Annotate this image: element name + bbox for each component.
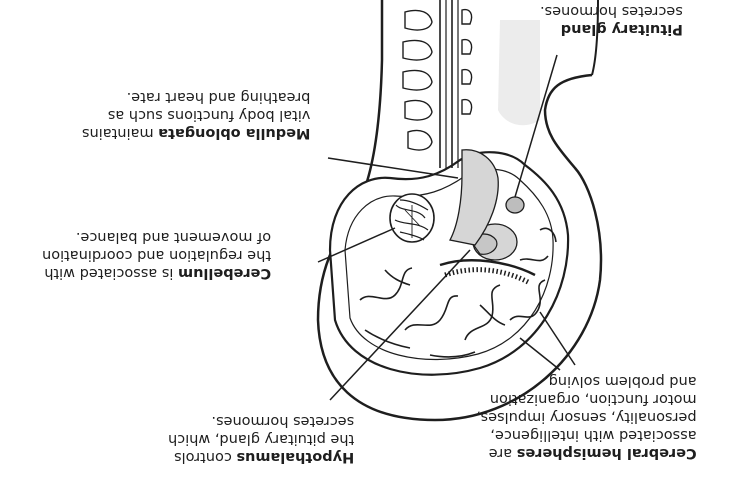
medulla-oblongata-line-1: vital body functions such as xyxy=(82,106,310,124)
hypothalamus-term: Hypothalamus xyxy=(236,449,354,465)
hypothalamus-line-1: the pituitary gland, which xyxy=(168,430,354,448)
medulla-oblongata-term: Medulla oblongata xyxy=(158,125,310,141)
cerebellum-term: Cerebellum xyxy=(178,265,271,281)
cerebellum-shape xyxy=(390,194,434,242)
hypothalamus-label: Hypothalamus controls the pituitary glan… xyxy=(168,412,354,466)
cerebellum-line-1: the regulation and coordination xyxy=(42,246,271,264)
cerebral-hemispheres-line-1: associated with intelligence, xyxy=(476,426,697,444)
cerebral-hemispheres-term: Cerebral hemispheres xyxy=(517,445,697,461)
cerebral-hemispheres-line-2: personality, sensory impulses, xyxy=(476,408,697,426)
vertebrae xyxy=(403,10,472,150)
medulla-oblongata-label: Medulla oblongata maintains vital body f… xyxy=(82,88,310,142)
cerebral-hemispheres-line-3: motor function, organization xyxy=(476,390,697,408)
spinal-cord xyxy=(440,0,458,168)
hypothalamus-first-rest: controls xyxy=(174,449,236,465)
cerebral-hemispheres-line-4: and problem solving. xyxy=(476,372,697,390)
medulla-oblongata-first-rest: maintains xyxy=(82,125,158,141)
hypothalamus-line-2: secretes hormones. xyxy=(168,412,354,430)
pituitary-gland-term: Pituitary gland xyxy=(561,21,683,37)
cerebral-hemispheres-label: Cerebral hemispheres are associated with… xyxy=(476,372,697,462)
medulla-oblongata-line-2: breathing and heart rate. xyxy=(82,88,310,106)
cerebellum-line-2: of movement and balance. xyxy=(42,228,271,246)
cerebral-hemispheres-first-rest: are xyxy=(489,445,517,461)
throat-shading xyxy=(498,20,540,125)
cerebellum-first-rest: is associated with xyxy=(44,265,178,281)
pituitary-gland-line-1: secretes hormones. xyxy=(540,2,683,20)
pituitary-gland-shape xyxy=(506,197,524,213)
cerebellum-label: Cerebellum is associated with the regula… xyxy=(42,228,271,282)
pituitary-gland-label: Pituitary gland secretes hormones. xyxy=(540,2,683,38)
